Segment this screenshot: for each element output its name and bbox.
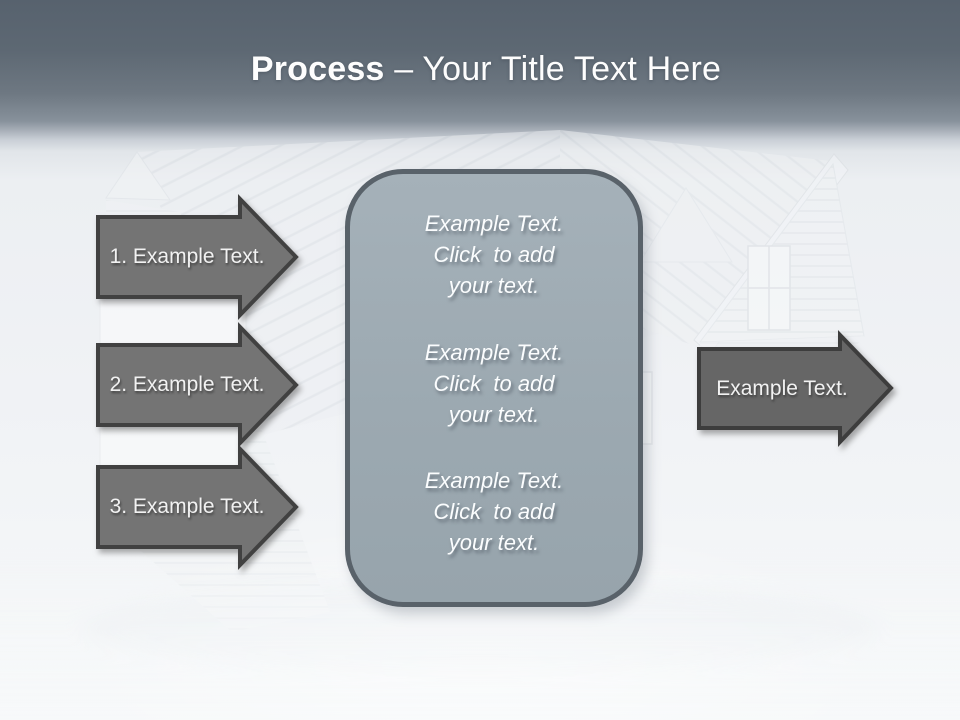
panel-text-block-1[interactable]: Example Text. Click to add your text.: [424, 211, 564, 298]
step-arrow-1[interactable]: 1. Example Text.: [96, 194, 300, 320]
step-arrow-2-label: 2. Example Text.: [109, 373, 265, 396]
slide-title-rest: – Your Title Text Here: [384, 50, 722, 88]
step-arrow-1-shape: [96, 194, 299, 320]
slide-title-keyword: Process: [250, 50, 385, 88]
output-arrow-label: Example Text.: [716, 376, 848, 400]
step-arrow-2[interactable]: 2. Example Text.: [96, 322, 300, 448]
step-arrow-3[interactable]: 3. Example Text.: [96, 444, 300, 570]
panel-text-block-2[interactable]: Example Text. Click to add your text.: [424, 339, 564, 427]
step-arrow-1-label: 1. Example Text.: [109, 245, 265, 268]
panel-text-block-3[interactable]: Example Text. Click to add your text.: [424, 468, 564, 555]
step-arrow-2-shape: [96, 322, 299, 448]
step-arrow-3-shape: [96, 444, 299, 570]
output-arrow[interactable]: Example Text.: [697, 330, 895, 448]
process-panel[interactable]: Example Text. Click to add your text. Ex…: [345, 169, 643, 607]
slide-title[interactable]: Process – Your Title Text Here: [6, 50, 960, 89]
output-arrow-shape: [697, 330, 894, 448]
step-arrow-3-label: 3. Example Text.: [109, 495, 265, 518]
